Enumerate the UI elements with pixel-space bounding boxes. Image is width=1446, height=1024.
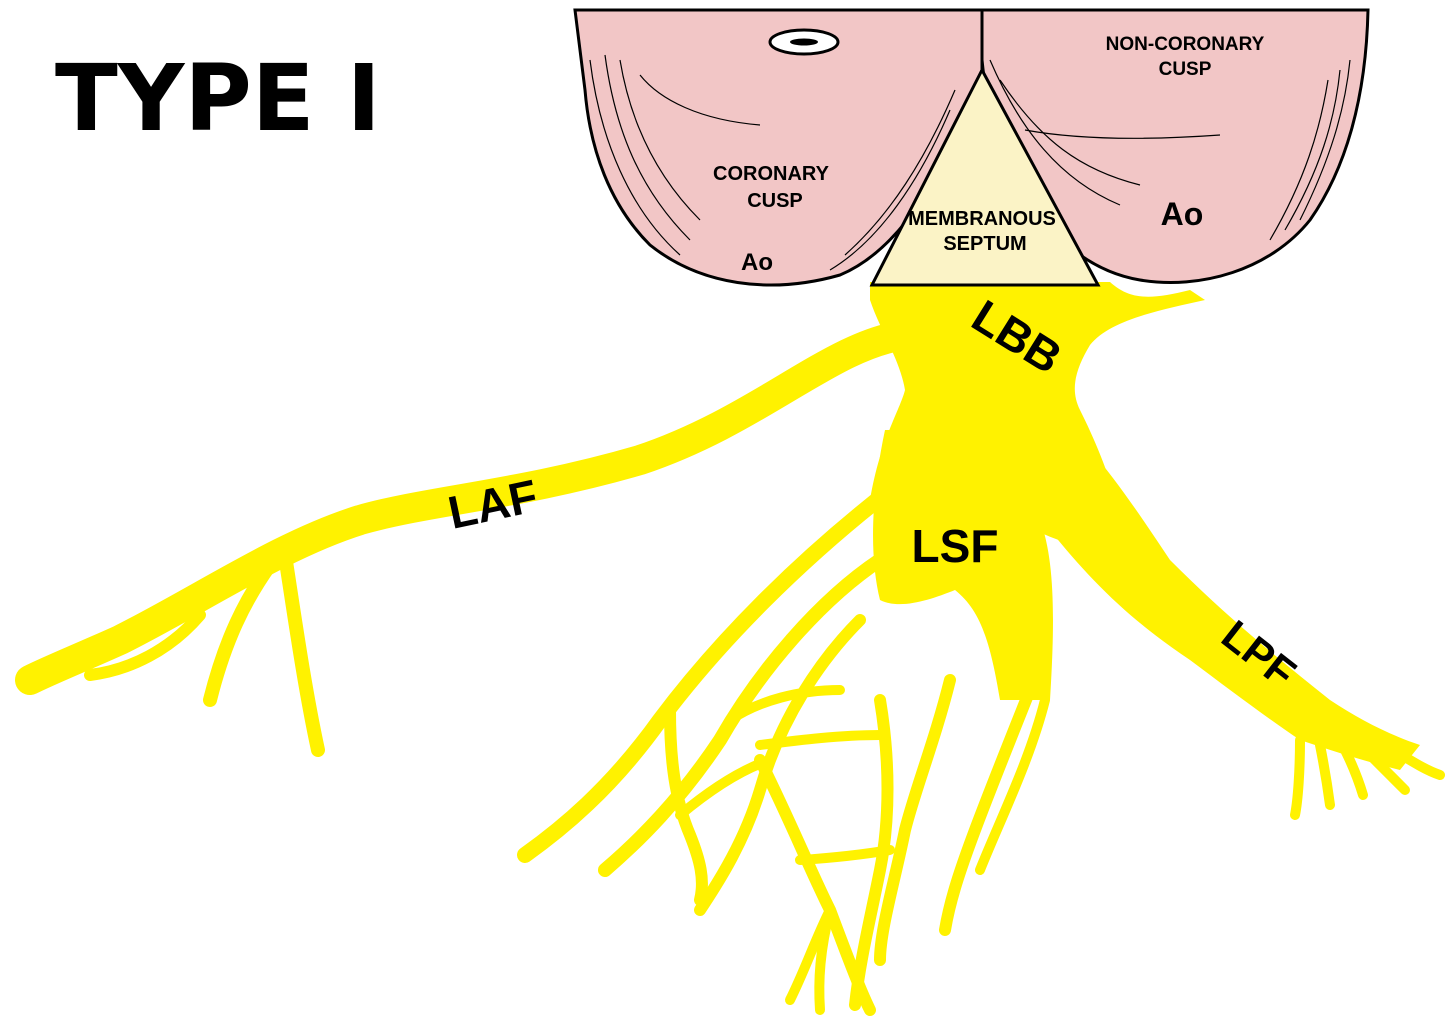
membranous-septum-label-1: MEMBRANOUS [908, 208, 1056, 230]
lsf-branch-1 [525, 490, 890, 855]
non-coronary-cusp-label-1: NON-CORONARY [1106, 34, 1265, 55]
lpf-terminal-1 [1295, 740, 1300, 815]
aorta-label-right: Ao [1161, 196, 1204, 232]
laf-subbranch-1 [285, 555, 318, 750]
laf-label: LAF [444, 469, 542, 538]
coronary-cusp-label-1: CORONARY [713, 163, 830, 185]
coronary-cusp-label-2: CUSP [747, 190, 803, 212]
non-coronary-cusp-label-2: CUSP [1159, 59, 1212, 80]
aorta-label-left: Ao [741, 249, 773, 276]
lsf-label: LSF [912, 520, 999, 572]
lsf-branch-8 [945, 690, 1030, 930]
diagram-title: TYPE I [55, 45, 381, 152]
membranous-septum-label-2: SEPTUM [943, 233, 1026, 255]
lpf-terminal-2 [1320, 745, 1330, 805]
coronary-ostium-inner [790, 39, 818, 46]
